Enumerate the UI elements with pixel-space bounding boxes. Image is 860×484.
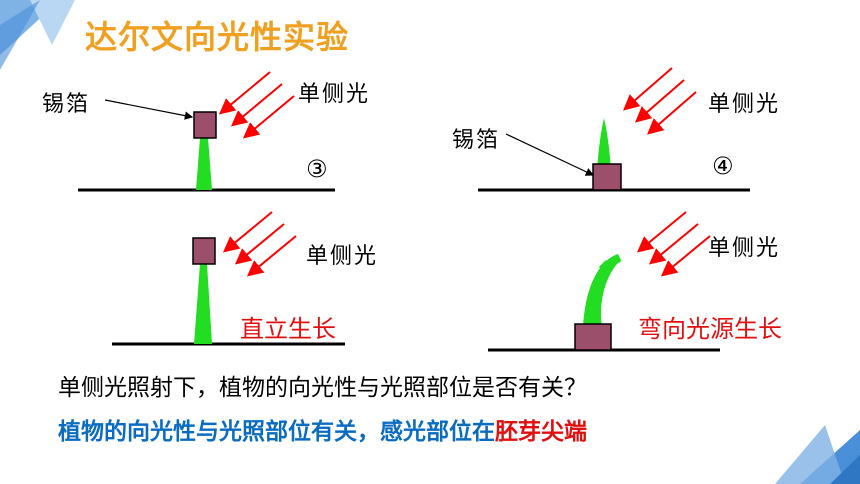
experiment-number-4: ④ xyxy=(712,152,734,180)
foil-pointer xyxy=(505,133,595,176)
foil-base xyxy=(592,163,622,191)
plant-bending xyxy=(583,254,621,326)
question-text: 单侧光照射下，植物的向光性与光照部位是否有关？ xyxy=(58,375,587,401)
foil-label-exp3: 锡箔 xyxy=(42,92,91,117)
result-upright: 直立生长 xyxy=(240,315,336,343)
plant-stem xyxy=(194,264,212,344)
plant-stem xyxy=(196,138,212,190)
foil-pointer xyxy=(104,99,194,120)
experiment-3-diagram xyxy=(78,71,335,192)
corner-decoration-top-left xyxy=(0,0,75,70)
plant-base xyxy=(574,323,612,351)
foil-cap xyxy=(193,111,217,139)
light-label-bend: 单侧光 xyxy=(708,236,781,261)
experiment-upright-diagram xyxy=(112,211,345,346)
foil-cap xyxy=(192,237,216,265)
answer-main: 植物的向光性与光照部位有关，感光部位在 xyxy=(58,419,495,445)
light-label-exp4: 单侧光 xyxy=(708,92,781,117)
answer-text: 植物的向光性与光照部位有关，感光部位在胚芽尖端 xyxy=(58,412,587,446)
answer-highlight: 胚芽尖端 xyxy=(495,419,587,445)
result-bend: 弯向光源生长 xyxy=(638,315,782,343)
page-title: 达尔文向光性实验 xyxy=(85,18,350,56)
corner-decoration-bottom-right xyxy=(775,425,860,484)
light-label-exp3: 单侧光 xyxy=(298,82,371,107)
experiment-number-3: ③ xyxy=(306,155,328,183)
experiment-4-diagram xyxy=(478,67,750,192)
light-label-upright: 单侧光 xyxy=(306,244,379,269)
experiment-bend-diagram xyxy=(488,211,720,352)
foil-label-exp4: 锡箔 xyxy=(452,128,501,153)
